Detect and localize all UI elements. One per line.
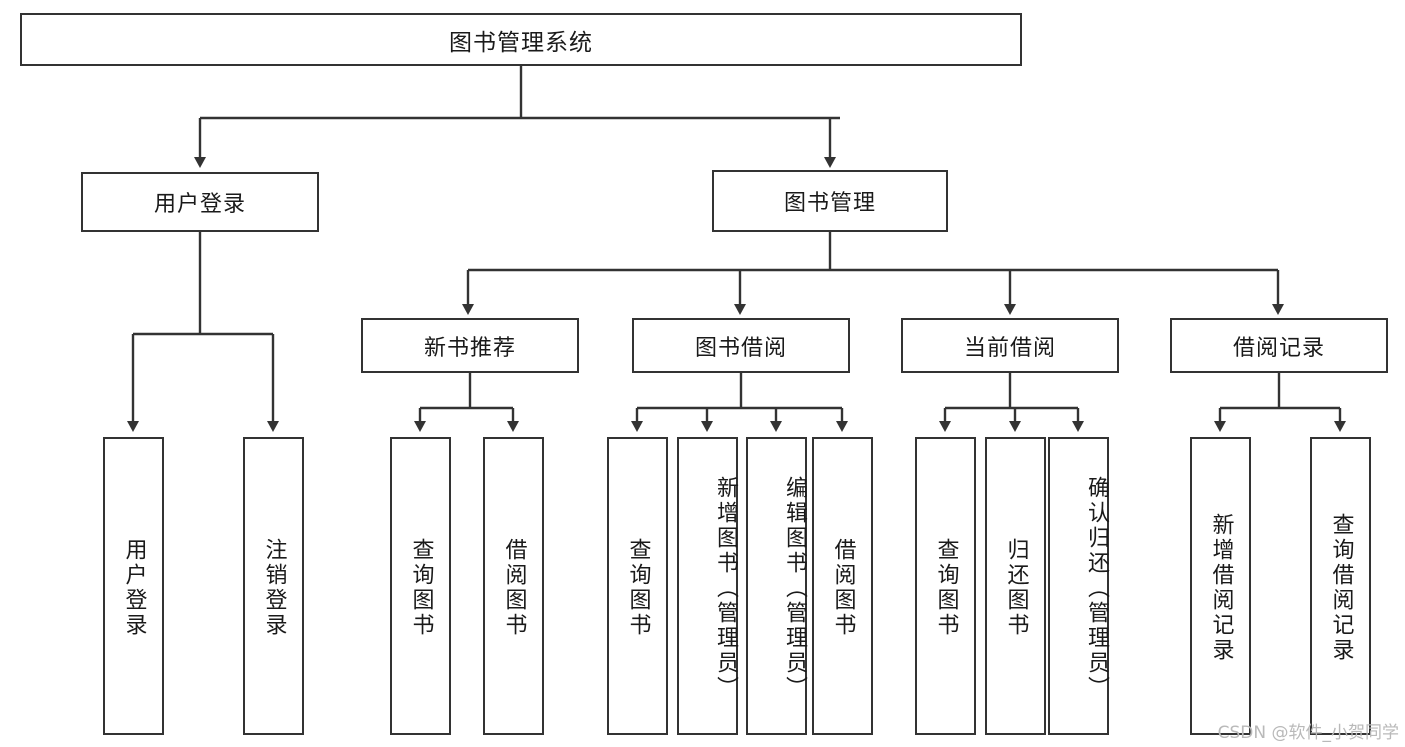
node-new-book-rec-label: 新书推荐 — [423, 335, 516, 361]
leaf-return-book[interactable]: 归还图书 — [985, 437, 1046, 735]
leaf-user-logout[interactable]: 注销登录 — [243, 437, 304, 735]
watermark: CSDN @软件_小贺同学 — [1217, 723, 1399, 743]
leaf-add-book[interactable]: 新增图书（管理员） — [677, 437, 738, 735]
leaf-query-book-rec-label: 查询图书 — [408, 538, 434, 638]
node-user-login-label: 用户登录 — [153, 192, 246, 217]
leaf-borrow-book-rec[interactable]: 借阅图书 — [483, 437, 544, 735]
leaf-query-record-label: 查询借阅记录 — [1328, 513, 1354, 663]
leaf-query-book-rec[interactable]: 查询图书 — [390, 437, 451, 735]
leaf-borrow-book-rec-label: 借阅图书 — [501, 538, 527, 638]
leaf-return-book-label: 归还图书 — [1003, 538, 1029, 638]
leaf-user-logout-label: 注销登录 — [261, 538, 287, 638]
leaf-confirm-return[interactable]: 确认归还（管理员） — [1048, 437, 1109, 735]
leaf-add-record[interactable]: 新增借阅记录 — [1190, 437, 1251, 735]
node-book-borrow-label: 图书借阅 — [694, 335, 787, 361]
node-current-borrow[interactable]: 当前借阅 — [901, 318, 1119, 373]
node-book-manage[interactable]: 图书管理 — [712, 170, 948, 232]
leaf-query-book-cur-label: 查询图书 — [933, 538, 959, 638]
leaf-query-book-cur[interactable]: 查询图书 — [915, 437, 976, 735]
leaf-edit-book[interactable]: 编辑图书（管理员） — [746, 437, 807, 735]
node-book-manage-label: 图书管理 — [783, 191, 876, 216]
node-current-borrow-label: 当前借阅 — [963, 335, 1056, 361]
node-new-book-rec[interactable]: 新书推荐 — [361, 318, 579, 373]
leaf-add-record-label: 新增借阅记录 — [1208, 513, 1234, 663]
leaf-edit-book-label: 编辑图书（管理员） — [782, 475, 807, 701]
leaf-borrow-book[interactable]: 借阅图书 — [812, 437, 873, 735]
node-user-login[interactable]: 用户登录 — [81, 172, 319, 232]
node-borrow-record-label: 借阅记录 — [1232, 335, 1325, 361]
leaf-add-book-label: 新增图书（管理员） — [713, 475, 738, 701]
leaf-user-login-label: 用户登录 — [121, 538, 147, 638]
node-book-borrow[interactable]: 图书借阅 — [632, 318, 850, 373]
node-root-label: 图书管理系统 — [449, 29, 593, 56]
leaf-borrow-book-label: 借阅图书 — [830, 538, 856, 638]
leaf-query-record[interactable]: 查询借阅记录 — [1310, 437, 1371, 735]
node-root[interactable]: 图书管理系统 — [20, 13, 1022, 66]
node-borrow-record[interactable]: 借阅记录 — [1170, 318, 1388, 373]
leaf-user-login[interactable]: 用户登录 — [103, 437, 164, 735]
leaf-query-book-label: 查询图书 — [625, 538, 651, 638]
leaf-confirm-return-label: 确认归还（管理员） — [1084, 475, 1109, 701]
leaf-query-book[interactable]: 查询图书 — [607, 437, 668, 735]
